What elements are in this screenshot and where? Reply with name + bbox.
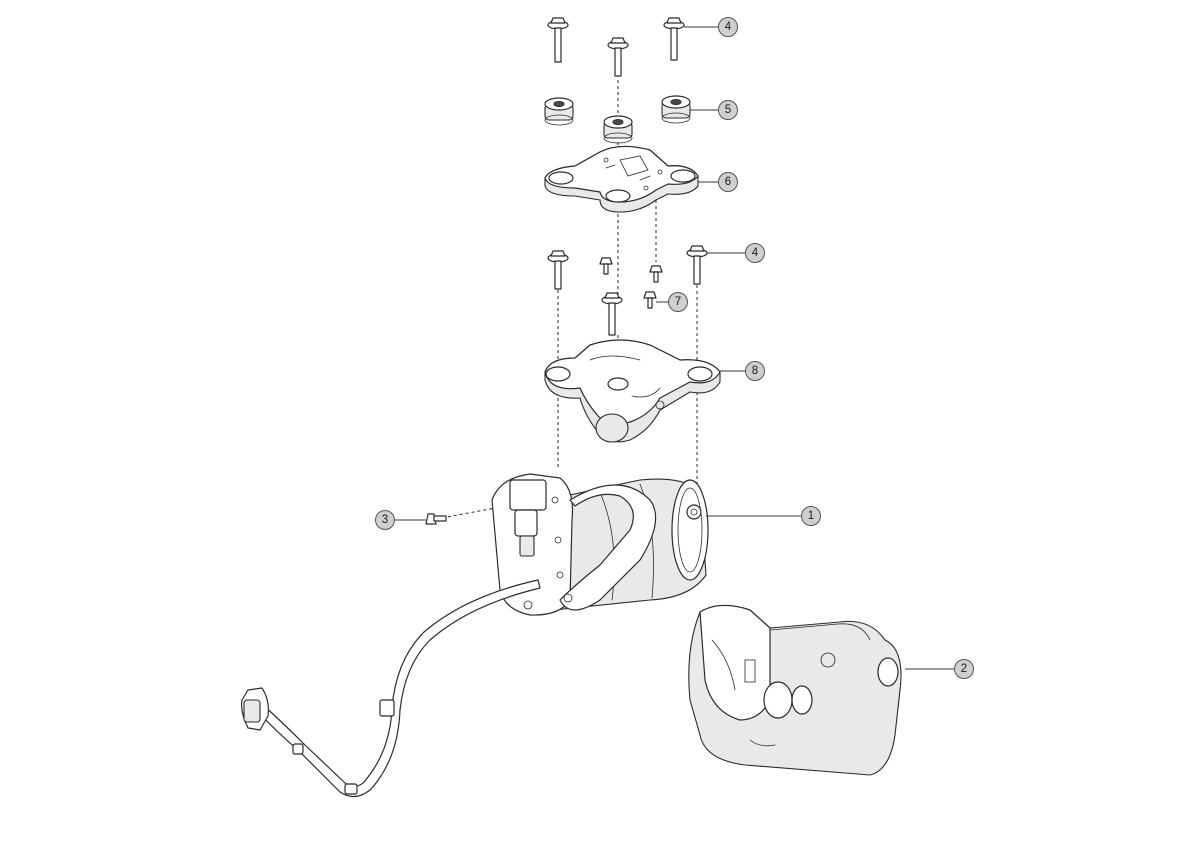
wiring-harness bbox=[241, 579, 541, 798]
compressor-cover bbox=[688, 604, 902, 776]
small-bolt-lower bbox=[643, 291, 657, 309]
callout-7: 7 bbox=[668, 292, 688, 312]
bolt-mid-right bbox=[686, 245, 708, 285]
bolt-top-center bbox=[607, 37, 629, 77]
assembly-guide-lines bbox=[441, 80, 698, 519]
callout-label: 6 bbox=[725, 176, 731, 188]
bushing-left bbox=[544, 97, 574, 126]
small-bolt-right bbox=[649, 265, 663, 283]
callout-label: 1 bbox=[808, 510, 814, 522]
compressor-unit bbox=[491, 473, 709, 616]
callout-8: 8 bbox=[745, 361, 765, 381]
callout-label: 3 bbox=[382, 514, 388, 526]
bolt-mid-center bbox=[601, 292, 623, 336]
callout-1: 1 bbox=[801, 506, 821, 526]
callout-3: 3 bbox=[375, 510, 395, 530]
callout-label: 5 bbox=[725, 104, 731, 116]
callout-label: 4 bbox=[725, 21, 732, 33]
callout-label: 7 bbox=[675, 296, 681, 308]
mounting-bracket-plate bbox=[544, 145, 699, 213]
bolt-mid-left bbox=[547, 250, 569, 290]
small-bolt-left bbox=[599, 257, 613, 275]
bushing-right bbox=[661, 95, 691, 124]
callout-6: 6 bbox=[718, 172, 738, 192]
callout-label: 8 bbox=[752, 365, 758, 377]
bolt-top-right bbox=[663, 17, 685, 61]
bushing-center bbox=[603, 115, 633, 144]
lower-bracket bbox=[544, 339, 721, 443]
bolt-side bbox=[425, 513, 447, 525]
callout-2: 2 bbox=[954, 659, 974, 679]
bolt-top-left bbox=[547, 17, 569, 63]
callout-5: 5 bbox=[718, 100, 738, 120]
leader-lines bbox=[395, 26, 955, 670]
callout-label: 2 bbox=[961, 663, 967, 675]
callout-label: 4 bbox=[752, 247, 759, 259]
callout-4-mid: 4 bbox=[745, 243, 765, 263]
callout-4-top: 4 bbox=[718, 17, 738, 37]
